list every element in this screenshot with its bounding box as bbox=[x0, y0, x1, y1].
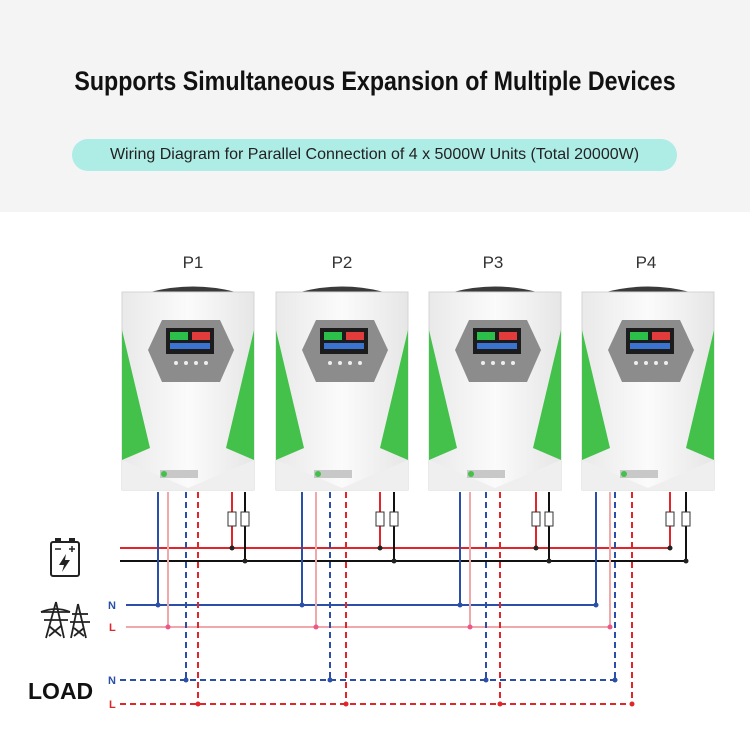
unit-label-p2: P2 bbox=[332, 253, 353, 272]
inverter-unit-p3: P3 bbox=[428, 253, 562, 491]
load-n-label: N bbox=[108, 675, 116, 687]
unit-label-p1: P1 bbox=[183, 253, 204, 272]
header-band bbox=[0, 0, 750, 212]
grid-n-label: N bbox=[108, 600, 116, 612]
battery-icon bbox=[50, 538, 80, 577]
inverter-unit-p1: P1 bbox=[121, 253, 255, 491]
load-l-label: L bbox=[109, 699, 116, 711]
unit-label-p4: P4 bbox=[636, 253, 657, 272]
power-tower-icon bbox=[40, 601, 90, 639]
junction-dots bbox=[155, 545, 689, 707]
inverter-unit-p2: P2 bbox=[275, 253, 409, 491]
unit-wires bbox=[157, 492, 691, 704]
load-label: LOAD bbox=[28, 678, 94, 704]
wiring-diagram: P1 P2 P3 bbox=[40, 253, 715, 711]
unit-label-p3: P3 bbox=[483, 253, 504, 272]
subtitle-pill: Wiring Diagram for Parallel Connection o… bbox=[72, 139, 677, 171]
page-title: Supports Simultaneous Expansion of Multi… bbox=[74, 66, 676, 96]
inverter-unit-p4: P4 bbox=[581, 253, 715, 491]
grid-l-label: L bbox=[109, 622, 116, 634]
subtitle-text: Wiring Diagram for Parallel Connection o… bbox=[109, 146, 640, 163]
